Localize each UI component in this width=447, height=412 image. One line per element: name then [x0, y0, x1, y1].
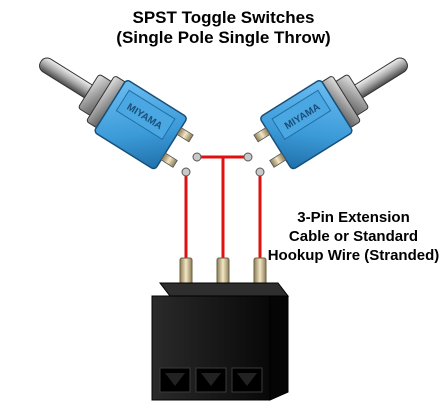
hookup-wires: [184, 155, 262, 270]
connector-caption-line-2: Cable or Standard: [288, 228, 419, 245]
left-toggle-switch: MIYAMA: [39, 57, 194, 170]
connector-caption-line-3: Hookup Wire (Stranded): [267, 247, 440, 264]
connector-caption-line-1: 3-Pin Extension: [297, 209, 410, 226]
three-pin-connector: [151, 257, 290, 401]
diagram-title: SPST Toggle Switches: [132, 8, 315, 27]
right-toggle-switch: MIYAMA: [253, 57, 408, 170]
diagram-subtitle: (Single Pole Single Throw): [116, 28, 331, 47]
connector-sockets: [159, 367, 263, 393]
